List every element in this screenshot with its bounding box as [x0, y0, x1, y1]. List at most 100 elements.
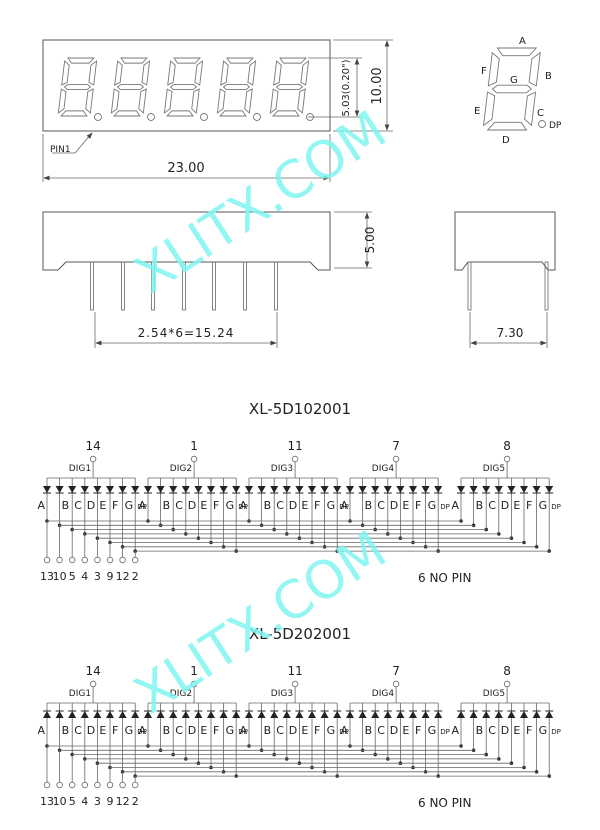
led-diode — [181, 711, 190, 718]
led-diode — [106, 486, 114, 493]
digit-label: DIG2 — [170, 689, 192, 699]
segment-letter: C — [74, 724, 82, 737]
segment-letter: C — [74, 499, 82, 512]
segment-e — [110, 88, 120, 114]
digit-5 — [269, 57, 310, 117]
led-diode — [457, 486, 465, 493]
led-diode — [520, 486, 528, 493]
led-diode — [55, 486, 64, 493]
segment-a — [120, 57, 148, 64]
segment-label-f: F — [481, 66, 487, 77]
digit-row — [57, 57, 314, 121]
segment-pin-number: 4 — [81, 795, 88, 808]
led-diode — [346, 486, 354, 493]
segment-g — [275, 83, 304, 91]
led-diode — [144, 486, 152, 493]
decimal-point — [253, 113, 261, 121]
segment-letter: A — [239, 499, 247, 512]
pin-terminal — [68, 556, 76, 564]
width-dimension: 23.00 — [167, 161, 204, 176]
segment-letter: F — [526, 724, 532, 737]
led-diode — [371, 711, 380, 718]
segment-letter: D — [390, 724, 398, 737]
led-diode — [55, 711, 64, 718]
segment-letter: D — [390, 499, 398, 512]
digit-common-pin: 11 — [287, 664, 302, 678]
pin-terminal — [89, 680, 97, 688]
digit-label: DIG1 — [69, 689, 91, 699]
pin1-leader — [52, 132, 93, 154]
pin-terminal — [81, 556, 88, 564]
segment-pin-number: 10 — [53, 570, 67, 583]
pin-terminal — [43, 781, 51, 789]
segment-letter: D — [87, 499, 95, 512]
segment-pin-number: 13 — [40, 795, 54, 808]
segment-letter: DP — [440, 503, 450, 511]
pin-terminal — [503, 680, 511, 688]
segment-letter: F — [213, 724, 219, 737]
segment-letter: F — [112, 499, 118, 512]
segment-letter: F — [112, 724, 118, 737]
led-diode — [80, 711, 89, 718]
led-diode — [257, 486, 266, 493]
segment-letter: D — [501, 724, 509, 737]
led-diode — [494, 486, 503, 493]
led-diode — [507, 486, 516, 493]
segment-pin-number: 12 — [116, 795, 130, 808]
segment-b — [194, 60, 204, 86]
segment-c — [85, 88, 94, 114]
led-diode — [545, 711, 554, 718]
segment-letter: DP — [137, 503, 147, 511]
digit-label: DIG1 — [69, 464, 91, 474]
led-diode — [358, 486, 367, 493]
segment-letter: F — [314, 499, 320, 512]
segment-label-a: A — [519, 36, 526, 47]
pin-terminal — [81, 781, 88, 789]
segment-legend-digit — [482, 47, 541, 131]
led-diode — [358, 711, 367, 718]
led-diode — [421, 486, 430, 493]
led-diode — [333, 711, 342, 718]
segment-pin-number: 3 — [94, 795, 101, 808]
digit-common-pin: 7 — [392, 664, 400, 678]
circuit-title: XL-5D102001 — [249, 400, 351, 418]
segment-pin-number: 5 — [69, 570, 76, 583]
led-diode — [507, 711, 516, 718]
led-diode — [282, 711, 291, 718]
segment-letter: E — [513, 724, 520, 737]
segment-letter: C — [276, 499, 284, 512]
led-diode — [371, 486, 380, 493]
pin-terminal — [131, 781, 139, 789]
led-diode — [156, 711, 165, 718]
segment-label-e: E — [474, 106, 480, 117]
led-diode — [219, 711, 228, 718]
segment-letter: E — [301, 499, 308, 512]
pin-lead — [274, 261, 278, 311]
junction — [509, 536, 514, 540]
junction — [471, 523, 476, 528]
segment-pin-number: 9 — [107, 795, 114, 808]
digit-label: DIG3 — [271, 464, 293, 474]
segment-f — [61, 60, 70, 86]
led-diode — [80, 486, 89, 493]
led-diode — [333, 486, 342, 493]
segment-letter: G — [125, 499, 134, 512]
segment-letter: B — [163, 724, 171, 737]
led-diode — [469, 711, 478, 718]
segment-letter: A — [138, 724, 146, 737]
led-diode — [494, 711, 503, 718]
led-diode — [232, 711, 241, 718]
segment-letter: DP — [238, 503, 248, 511]
led-diode — [257, 711, 266, 718]
height-dimension: 10.00 — [370, 67, 385, 104]
segment-pin-number: 9 — [107, 570, 114, 583]
end-view: 7.30 — [454, 211, 556, 348]
segment-letter: DP — [551, 503, 561, 511]
junction — [471, 748, 476, 753]
led-diode — [308, 486, 316, 493]
